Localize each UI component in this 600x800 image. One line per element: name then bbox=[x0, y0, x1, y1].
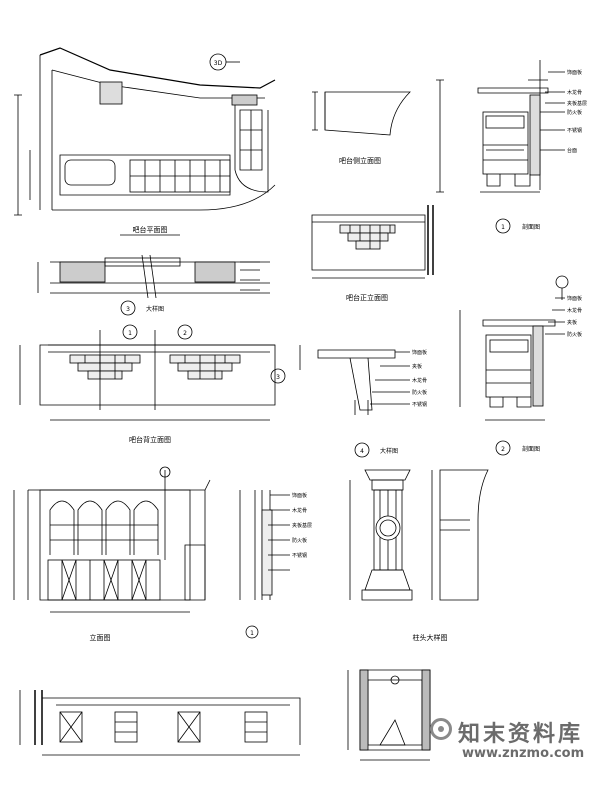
callout-4 bbox=[354, 442, 370, 458]
arched-shelves bbox=[49, 500, 159, 555]
callout-box bbox=[390, 675, 400, 685]
callout-1b bbox=[122, 324, 138, 340]
watermark-url: www.znzmo.com bbox=[462, 746, 585, 761]
section-1-title: 剖面图 bbox=[522, 223, 540, 231]
column-medallion bbox=[375, 515, 401, 541]
callout-2 bbox=[495, 440, 511, 456]
svg-text:饰面板: 饰面板 bbox=[567, 69, 582, 76]
column-title: 柱头大样图 bbox=[413, 633, 448, 642]
svg-text:夹板基层: 夹板基层 bbox=[292, 522, 312, 529]
svg-text:1: 1 bbox=[128, 330, 132, 337]
svg-text:不锈钢: 不锈钢 bbox=[567, 127, 582, 134]
bottom-box-section bbox=[347, 669, 431, 761]
long-stepped-tiles-left bbox=[69, 354, 141, 380]
svg-text:不锈钢: 不锈钢 bbox=[292, 552, 307, 559]
long-stepped-tiles-right bbox=[169, 354, 241, 380]
long-elevation-title: 吧台背立面图 bbox=[129, 435, 171, 444]
front-elevation-title: 吧台正立面图 bbox=[346, 293, 388, 302]
vertical-section: 饰面板 木龙骨 夹板基层 防火板 不锈钢 1 bbox=[239, 490, 312, 639]
cabinet-section-top: 饰面板 木龙骨 夹板基层 防火板 不锈钢 台面 1 剖面图 bbox=[436, 60, 587, 234]
plan-cabinet-grid bbox=[129, 159, 231, 193]
section-2-title: 剖面图 bbox=[522, 445, 540, 453]
callout-3 bbox=[120, 300, 136, 316]
lower-cabinet-doors bbox=[47, 559, 161, 601]
watermark-logo-icon bbox=[430, 718, 452, 740]
detail-4-title: 大样图 bbox=[380, 447, 398, 455]
svg-text:3: 3 bbox=[276, 374, 280, 381]
column-detail: 柱头大样图 bbox=[349, 469, 489, 642]
long-front-elevation: 1 2 3 吧台背立面图 bbox=[19, 324, 286, 444]
svg-text:木龙骨: 木龙骨 bbox=[567, 89, 582, 96]
svg-text:台面: 台面 bbox=[567, 147, 577, 154]
callout-back bbox=[159, 466, 171, 478]
back-wall-elevation: 立面图 bbox=[13, 466, 211, 642]
svg-text:木龙骨: 木龙骨 bbox=[567, 307, 582, 314]
callout-section bbox=[245, 625, 259, 639]
bottom-long-elevation bbox=[19, 690, 301, 756]
bar-plan-view: 3D 吧台平面图 bbox=[14, 47, 276, 236]
svg-text:防火板: 防火板 bbox=[567, 109, 582, 116]
callout-1 bbox=[495, 218, 511, 234]
svg-text:1: 1 bbox=[250, 630, 254, 637]
front-stepped-tiles bbox=[339, 224, 396, 250]
svg-text:饰面板: 饰面板 bbox=[567, 295, 582, 302]
svg-text:2: 2 bbox=[501, 446, 505, 453]
svg-text:夹板: 夹板 bbox=[412, 363, 422, 370]
cabinet-section-bottom: 饰面板 木龙骨 夹板 防火板 2 剖面图 bbox=[459, 275, 582, 456]
svg-text:防火板: 防火板 bbox=[292, 537, 307, 544]
svg-text:木龙骨: 木龙骨 bbox=[412, 377, 427, 384]
callout-3b bbox=[270, 368, 286, 384]
svg-text:1: 1 bbox=[501, 224, 505, 231]
svg-text:不锈钢: 不锈钢 bbox=[412, 401, 427, 408]
callout-4-top bbox=[555, 275, 569, 289]
svg-text:饰面板: 饰面板 bbox=[412, 349, 427, 356]
svg-text:夹板: 夹板 bbox=[567, 319, 577, 326]
back-elevation-title: 立面图 bbox=[90, 633, 111, 642]
floor-detail-strip: 3 大样图 bbox=[37, 254, 270, 316]
plan-title: 吧台平面图 bbox=[133, 225, 168, 234]
side-elevation-title: 吧台侧立面图 bbox=[339, 156, 381, 165]
section-leader-lines bbox=[540, 71, 565, 151]
svg-text:防火板: 防火板 bbox=[567, 331, 582, 338]
svg-text:夹板基层: 夹板基层 bbox=[567, 100, 587, 107]
counter-top-section: 饰面板 夹板 木龙骨 防火板 不锈钢 4 大样图 bbox=[299, 345, 427, 458]
callout-2b bbox=[177, 324, 193, 340]
callout-text: 3D bbox=[214, 60, 223, 67]
front-elevation-small: 吧台正立面图 bbox=[311, 205, 434, 302]
svg-text:2: 2 bbox=[183, 330, 187, 337]
side-elevation-small: 吧台侧立面图 bbox=[312, 91, 411, 165]
watermark: 知末资料库 www.znzmo.com bbox=[430, 712, 600, 772]
svg-text:4: 4 bbox=[360, 448, 364, 455]
watermark-brand: 知末资料库 bbox=[458, 722, 584, 747]
svg-text:防火板: 防火板 bbox=[412, 389, 427, 396]
svg-text:3: 3 bbox=[126, 306, 130, 313]
svg-text:木龙骨: 木龙骨 bbox=[292, 507, 307, 514]
detail-3-title: 大样图 bbox=[146, 305, 164, 313]
svg-text:饰面板: 饰面板 bbox=[292, 492, 307, 499]
